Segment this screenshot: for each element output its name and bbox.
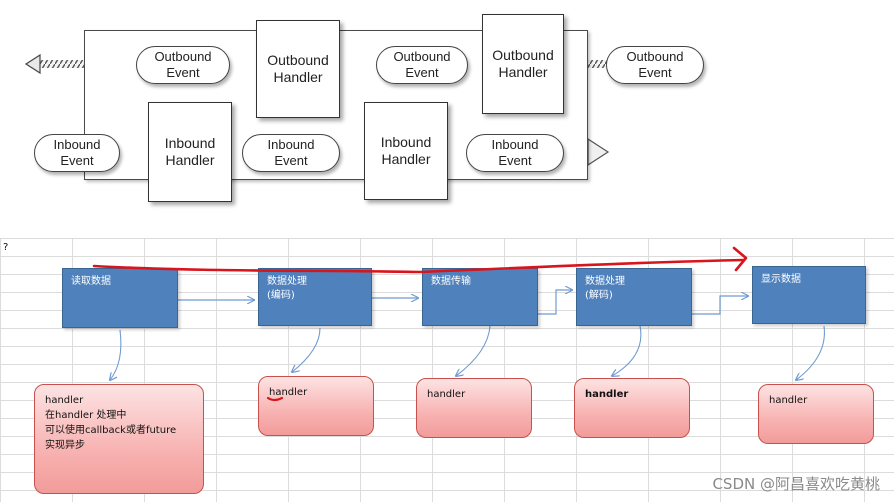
step-connector	[692, 296, 748, 315]
handler-connector	[292, 327, 321, 372]
step-decode: 数据处理 (解码)	[576, 268, 692, 326]
handler-text: 实现异步	[45, 440, 85, 451]
inbound-handler: Inbound Handler	[148, 102, 232, 202]
inbound-handler-label: Inbound Handler	[380, 134, 432, 167]
outbound-event-label: Outbound Event	[393, 49, 451, 80]
step-label: 数据传输	[431, 276, 471, 287]
handler-text: handler	[585, 389, 629, 400]
handler-box-async: handler 在handler 处理中 可以使用callback或者futur…	[34, 384, 204, 494]
handler-connector	[796, 325, 825, 380]
handler-box: handler	[258, 376, 374, 436]
outbound-event: Outbound Event	[376, 46, 468, 84]
outbound-handler: Outbound Handler	[482, 14, 564, 114]
inbound-event: Inbound Event	[466, 134, 564, 172]
step-read-data: 读取数据	[62, 268, 178, 328]
step-connector	[538, 290, 572, 315]
handler-box: handler	[758, 384, 874, 444]
inbound-event-label: Inbound Event	[491, 137, 539, 168]
handler-box: handler	[574, 378, 690, 438]
red-timeline-stroke	[92, 258, 746, 274]
red-timeline-arrowhead	[732, 246, 748, 272]
outbound-event-label: Outbound Event	[626, 49, 684, 80]
handler-connector	[110, 329, 122, 380]
pipeline-diagram: Outbound Event Outbound Event Outbound E…	[0, 0, 894, 210]
handler-connector	[612, 325, 642, 376]
red-underline-mark	[266, 396, 284, 402]
inbound-arrow-head	[587, 137, 610, 167]
outbound-event: Outbound Event	[606, 46, 704, 84]
csdn-watermark: CSDN @阿昌喜欢吃黄桃	[712, 475, 880, 493]
step-display-data: 显示数据	[752, 266, 866, 324]
inbound-event: Inbound Event	[242, 134, 340, 172]
inbound-handler-label: Inbound Handler	[164, 135, 216, 168]
inbound-handler: Inbound Handler	[364, 102, 448, 200]
inbound-event-label: Inbound Event	[267, 137, 315, 168]
step-label: 数据处理	[267, 276, 307, 287]
outbound-arrow-head	[24, 53, 41, 75]
outbound-handler-label: Outbound Handler	[492, 47, 554, 80]
handler-text: handler	[427, 389, 466, 400]
inbound-event: Inbound Event	[34, 134, 120, 172]
step-encode: 数据处理 (编码)	[258, 268, 372, 326]
handler-text: 在handler 处理中	[45, 410, 127, 421]
outbound-event: Outbound Event	[136, 46, 230, 84]
outbound-event-label: Outbound Event	[154, 49, 212, 80]
outbound-handler-label: Outbound Handler	[267, 52, 329, 85]
handler-text: handler	[45, 395, 84, 406]
handler-text: handler	[269, 387, 308, 398]
handler-text: 可以使用callback或者future	[45, 425, 177, 436]
corner-mark: ?	[3, 242, 9, 253]
handler-connector	[456, 325, 491, 376]
outbound-handler: Outbound Handler	[256, 20, 340, 118]
step-label: 数据处理	[585, 276, 625, 287]
step-sublabel: (解码)	[585, 290, 613, 301]
step-sublabel: (编码)	[267, 290, 295, 301]
handler-text: handler	[769, 395, 808, 406]
inbound-event-label: Inbound Event	[53, 137, 101, 168]
step-label: 显示数据	[761, 274, 801, 285]
step-label: 读取数据	[71, 276, 111, 287]
handler-box: handler	[416, 378, 532, 438]
